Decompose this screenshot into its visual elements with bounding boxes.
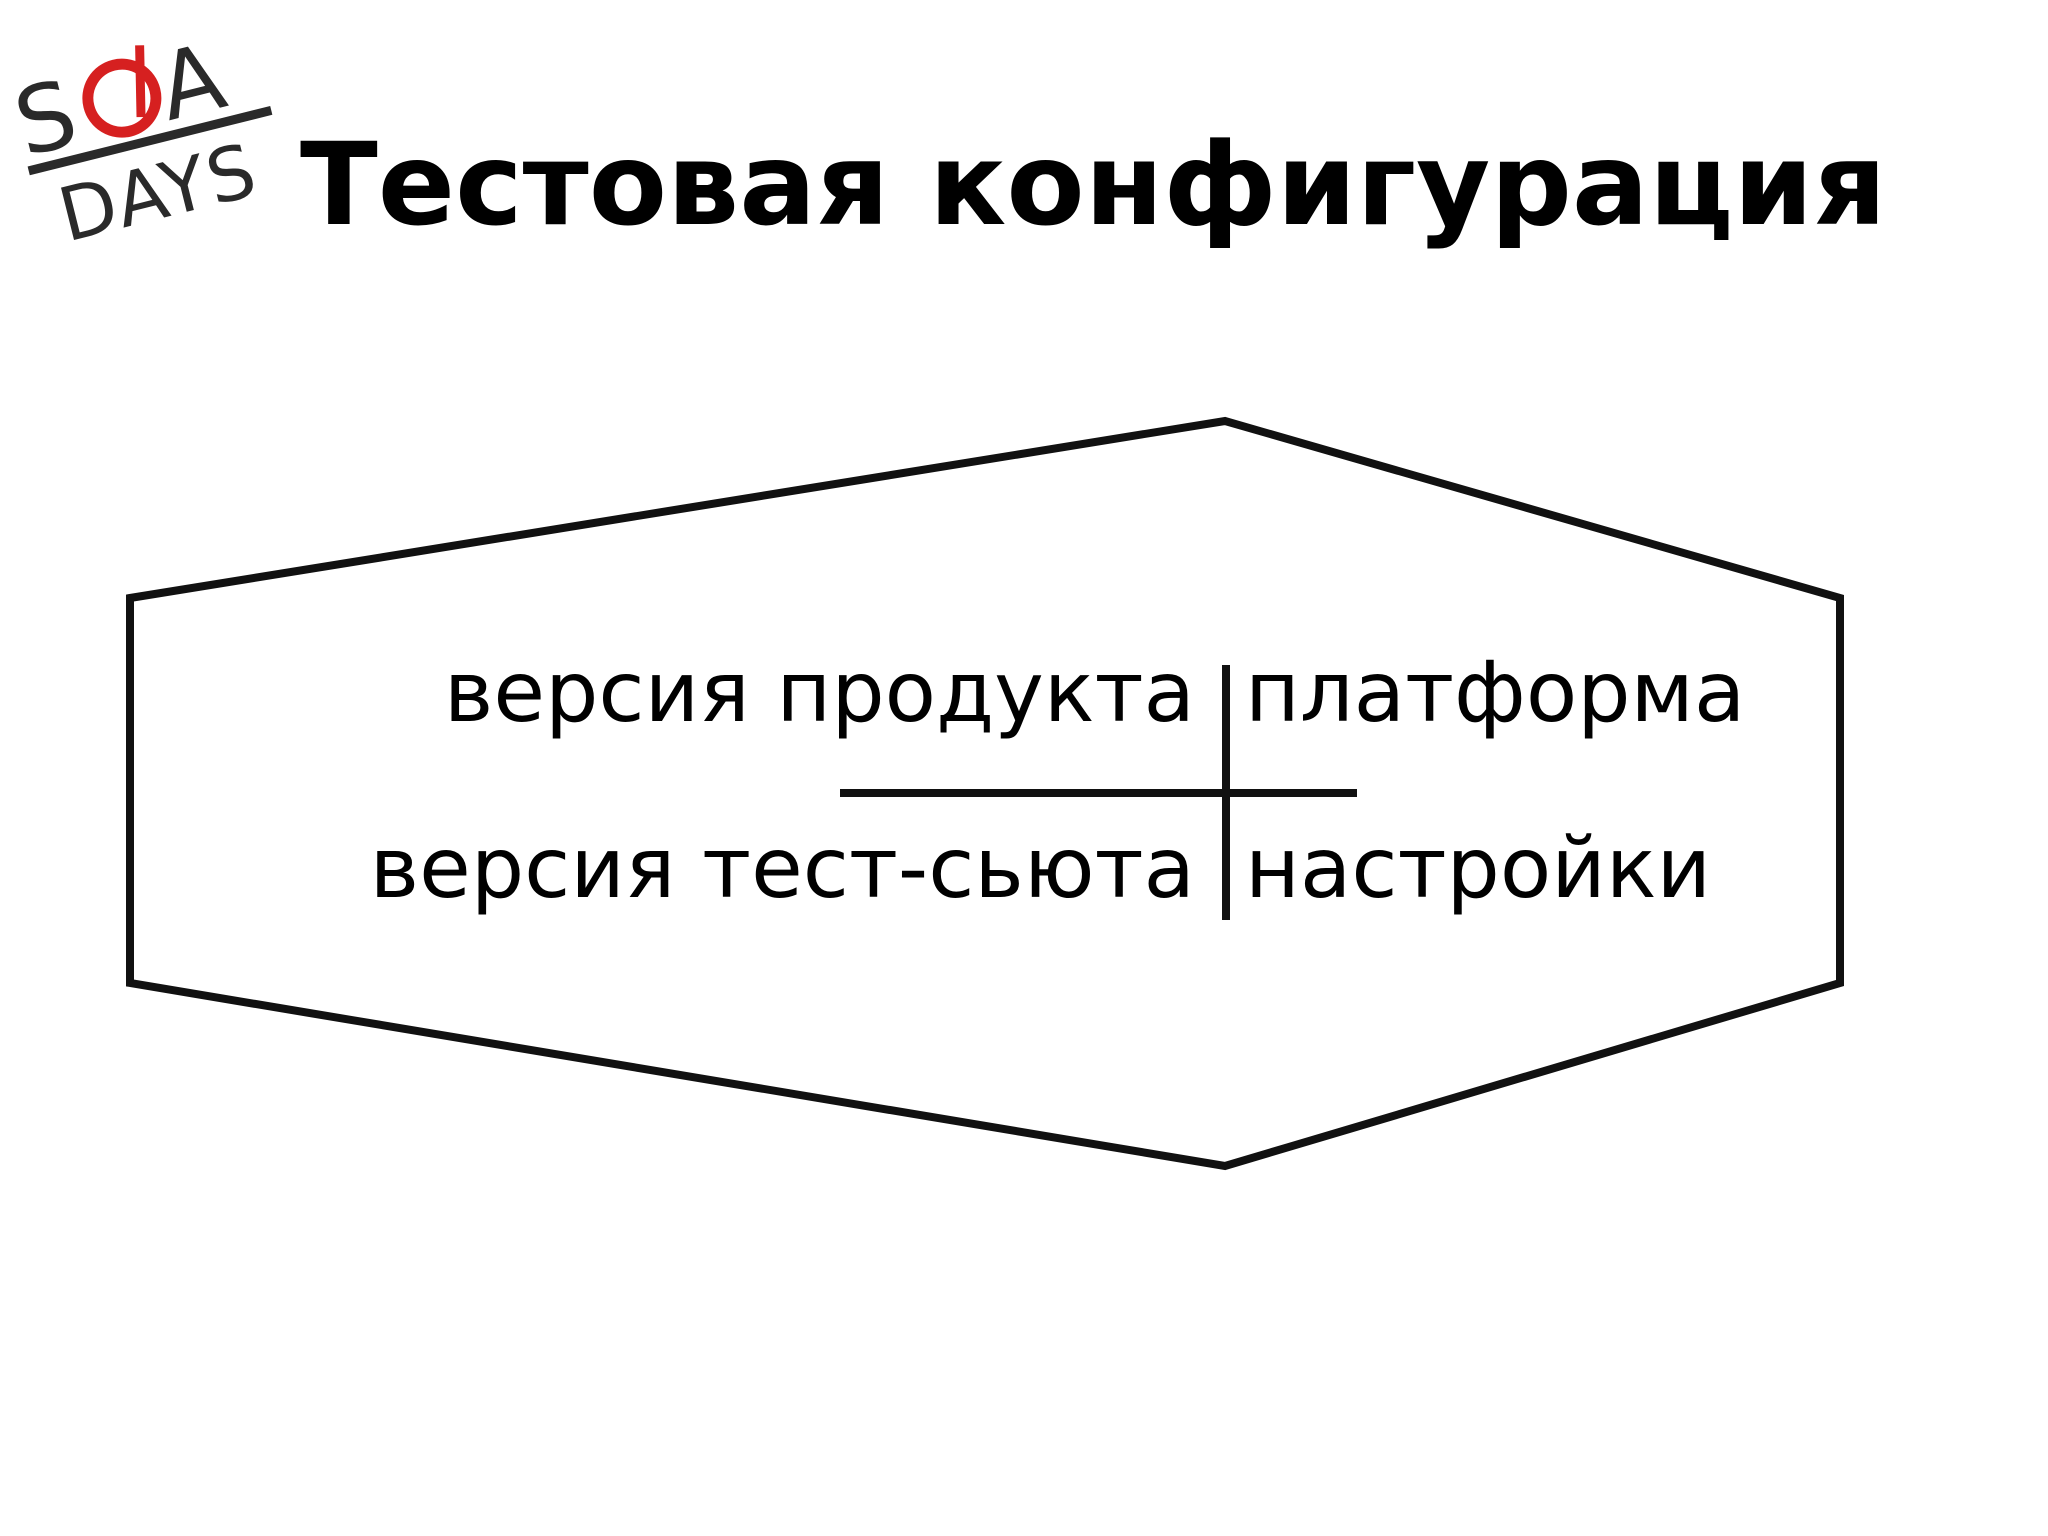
sqa-days-logo: S A DAYS — [5, 23, 273, 240]
cell-product-version: версия продукта — [443, 643, 1195, 741]
hexagon-outline — [126, 416, 1844, 1171]
cell-platform: платформа — [1245, 643, 1746, 741]
cell-settings: настройки — [1245, 819, 1712, 917]
slide-title: Тестовая конфигурация — [300, 118, 1887, 251]
cell-test-suite-version: версия тест-сьюта — [369, 819, 1195, 917]
